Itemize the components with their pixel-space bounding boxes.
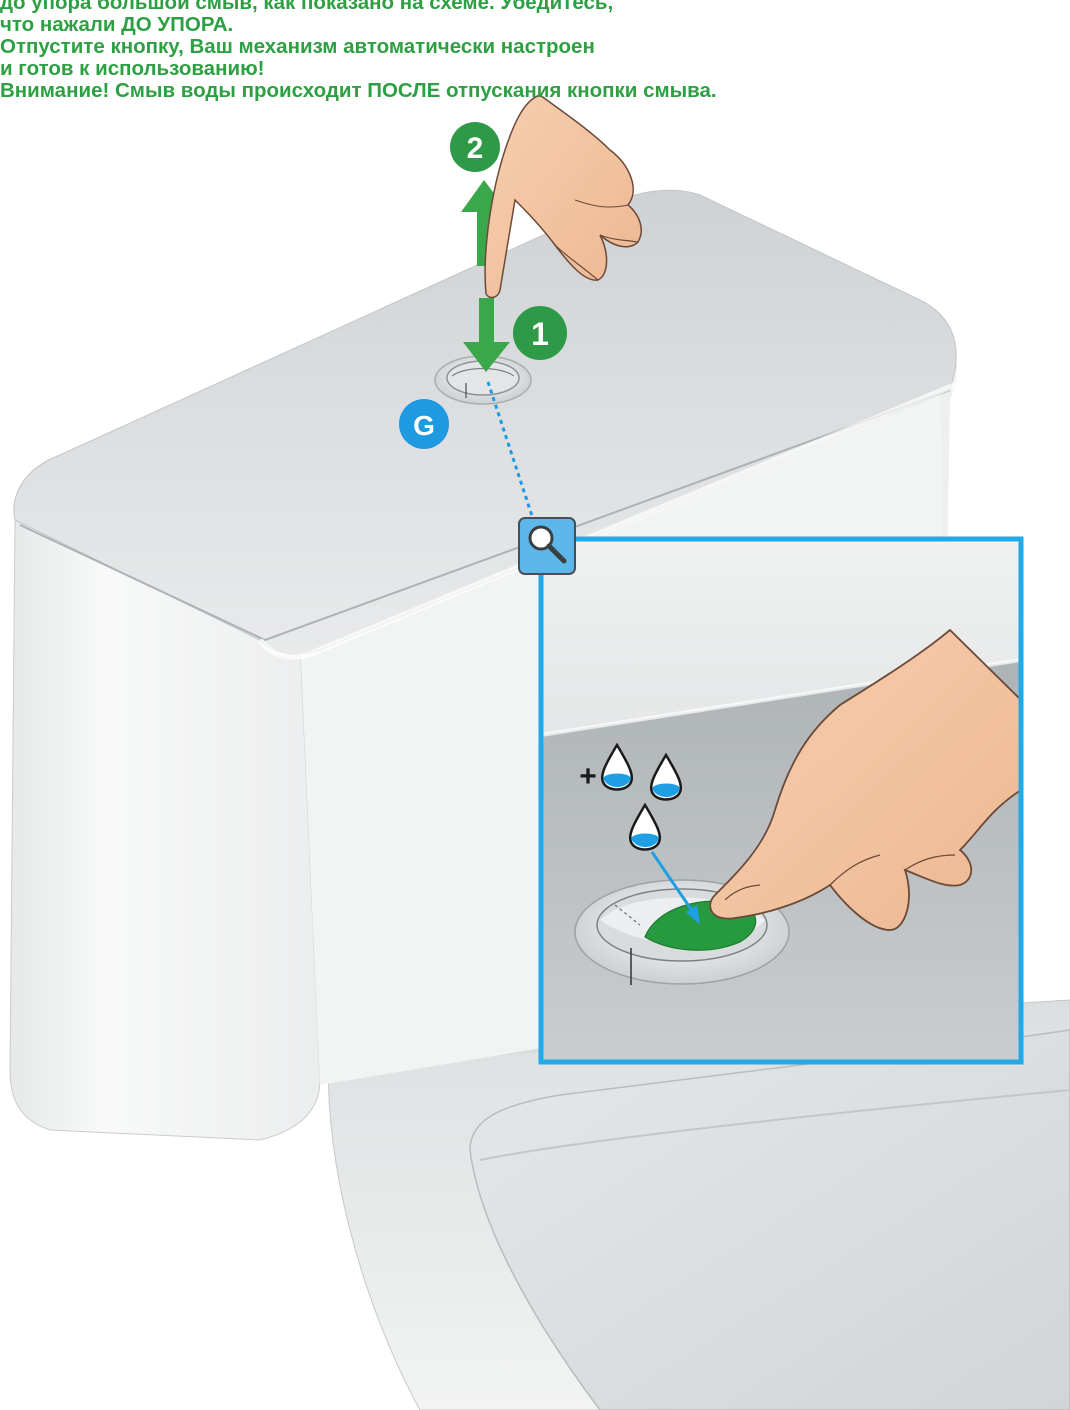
instruction-text: до упора большой смыв, как показано на с… <box>0 0 1070 102</box>
part-g-badge: G <box>399 399 449 449</box>
plus-sign: + <box>579 760 597 793</box>
magnifier-icon <box>519 518 575 574</box>
part-g-label: G <box>413 410 435 441</box>
instruction-line: Внимание! Смыв воды происходит ПОСЛЕ отп… <box>0 80 1070 102</box>
instruction-line: что нажали ДО УПОРА. <box>0 14 1070 36</box>
instruction-line: до упора большой смыв, как показано на с… <box>0 0 1070 14</box>
step-2-label: 2 <box>467 132 484 165</box>
step-1-badge: 1 <box>513 306 567 360</box>
step-1-label: 1 <box>531 316 549 352</box>
instruction-line: и готов к использованию! <box>0 58 1070 80</box>
instruction-line: Отпустите кнопку, Ваш механизм автоматич… <box>0 36 1070 58</box>
step-2-badge: 2 <box>450 122 500 172</box>
zoom-inset: + <box>541 539 1021 1062</box>
